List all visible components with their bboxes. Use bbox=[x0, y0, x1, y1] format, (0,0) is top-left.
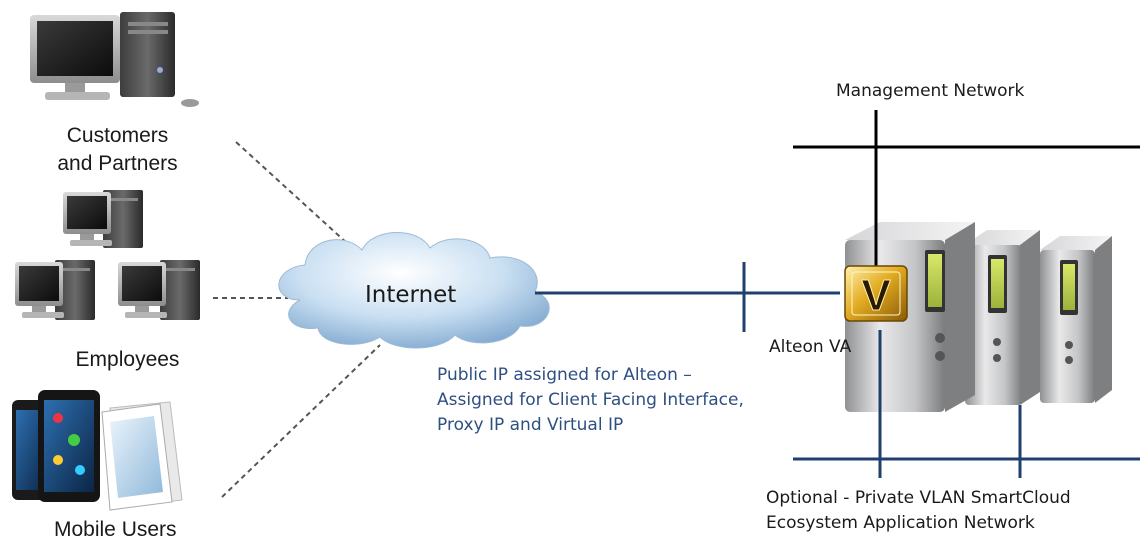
private-network-label: Optional - Private VLAN SmartCloud Ecosy… bbox=[766, 486, 1141, 536]
private-network-line: Optional - Private VLAN SmartCloud bbox=[766, 488, 1071, 508]
employee-computer-right bbox=[118, 260, 200, 320]
customers-computer bbox=[30, 12, 199, 107]
public-link bbox=[535, 262, 840, 332]
customers-label: Customers and Partners bbox=[30, 122, 205, 178]
alteon-badge-letter: V bbox=[861, 271, 891, 320]
employee-computer-top bbox=[63, 190, 143, 248]
mobile-link bbox=[221, 344, 381, 498]
public-ip-note: Public IP assigned for Alteon – Assigned… bbox=[437, 363, 817, 438]
management-network-label: Management Network bbox=[836, 81, 1025, 101]
public-ip-note-line: Proxy IP and Virtual IP bbox=[437, 415, 624, 435]
public-ip-note-line: Assigned for Client Facing Interface, bbox=[437, 390, 744, 410]
alteon-va-label: Alteon VA bbox=[769, 337, 852, 357]
internet-label: Internet bbox=[365, 282, 457, 308]
server-2 bbox=[965, 230, 1040, 405]
public-ip-note-line: Public IP assigned for Alteon – bbox=[437, 365, 692, 385]
employees-label: Employees bbox=[75, 348, 180, 371]
mobile-users-label: Mobile Users bbox=[54, 518, 177, 541]
private-network-line: Ecosystem Application Network bbox=[766, 513, 1035, 533]
alteon-badge: V bbox=[844, 265, 908, 322]
server-3 bbox=[1040, 236, 1112, 403]
mobile-devices bbox=[12, 390, 183, 511]
customers-link bbox=[235, 141, 361, 256]
customers-label-text: Customers and Partners bbox=[57, 124, 178, 175]
employee-computer-left bbox=[15, 260, 95, 320]
